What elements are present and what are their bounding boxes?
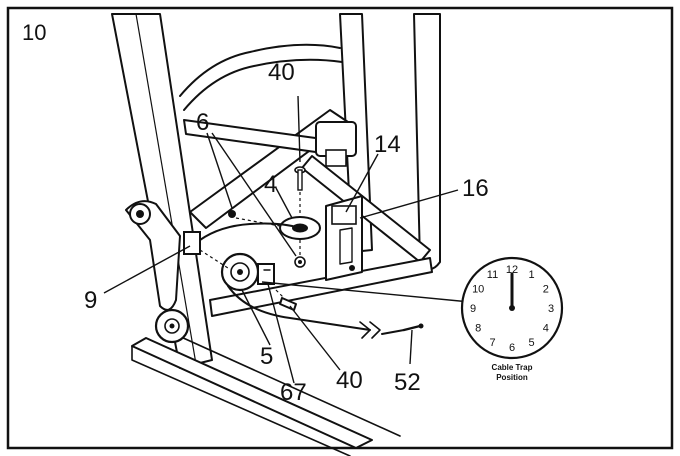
clock-numeral-9: 9: [470, 303, 476, 315]
callout-6: 6: [196, 109, 209, 136]
clock-numeral-11: 11: [487, 269, 498, 281]
nut-6: [228, 210, 306, 268]
leader-9: [103, 245, 191, 294]
clock-numeral-10: 10: [472, 284, 484, 296]
callout-16: 16: [462, 175, 489, 202]
clock-numeral-1: 1: [528, 269, 534, 281]
leader-14: [345, 153, 379, 213]
bracket-9: [183, 231, 229, 269]
clock-numeral-4: 4: [543, 323, 549, 335]
callout-9: 9: [84, 287, 97, 314]
clock-numeral-12: 12: [506, 264, 518, 276]
leader-4: [275, 187, 293, 219]
roller-wheel: [154, 308, 190, 344]
leader-5: [241, 289, 271, 346]
clock-numeral-2: 2: [543, 284, 549, 296]
callout-14: 14: [374, 131, 401, 158]
leader-67: [267, 283, 295, 384]
cable-trap-67: [257, 263, 275, 285]
clock-caption-line2: Position: [496, 373, 528, 382]
callout-5: 5: [260, 343, 273, 370]
leader-6-a: [206, 132, 233, 209]
callout-52: 52: [394, 369, 421, 396]
clock-center: [509, 305, 515, 311]
bolt-40-top: [294, 166, 306, 216]
bracket-14: [325, 195, 363, 281]
clock-numeral-6: 6: [509, 342, 515, 354]
leader-16: [359, 189, 459, 219]
frame-right-upright: [413, 13, 441, 270]
leader-52: [409, 329, 413, 365]
step-number: 10: [22, 20, 46, 45]
leader-6-b: [211, 132, 297, 257]
callout-40-top: 40: [268, 59, 295, 86]
callout-4: 4: [264, 171, 277, 198]
clock-numeral-8: 8: [475, 323, 481, 335]
callout-40-bottom: 40: [336, 367, 363, 394]
base-rail: [131, 331, 401, 456]
leader-40-top: [297, 95, 301, 163]
pulley-5: [220, 252, 260, 292]
leader-clock: [261, 281, 471, 303]
swing-arm: [125, 200, 181, 311]
callout-67: 67: [280, 379, 307, 406]
tension-knob: [315, 121, 357, 167]
clock-numeral-5: 5: [528, 337, 534, 349]
clock-numeral-3: 3: [548, 303, 554, 315]
diagram-border: [6, 6, 674, 450]
clock-caption-line1: Cable Trap: [492, 363, 533, 372]
leader-40-bottom: [289, 305, 341, 371]
cable-52: [199, 222, 424, 339]
clock-numeral-7: 7: [489, 337, 495, 349]
frame-top-arch: [179, 43, 343, 111]
